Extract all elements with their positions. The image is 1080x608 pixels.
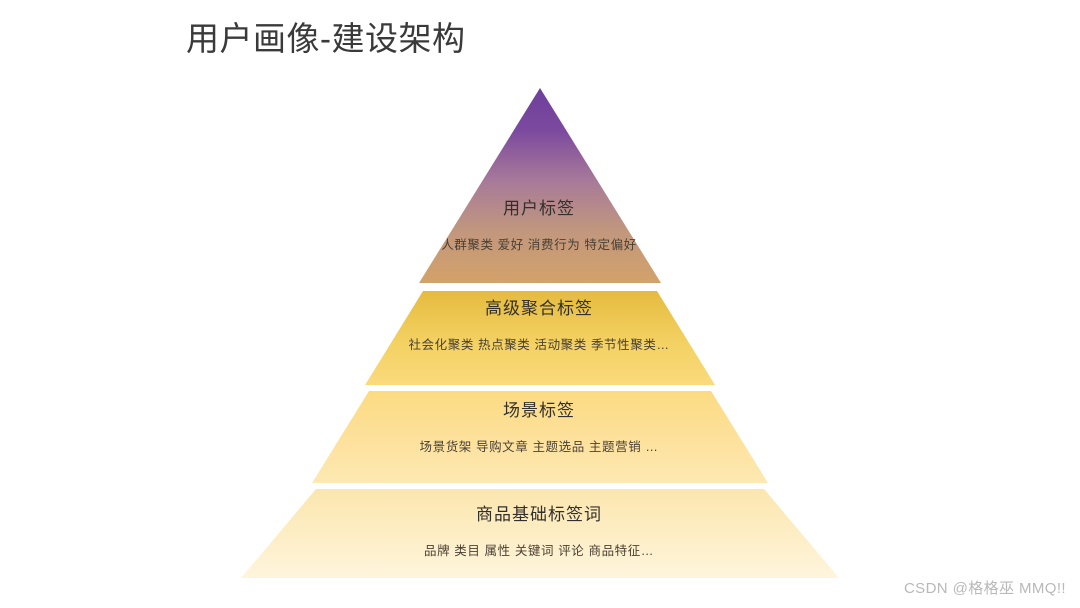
pyramid-tier-4-shape [241,489,839,578]
page-title: 用户画像-建设架构 [186,20,466,57]
pyramid-tier-3-shape [312,391,768,483]
csdn-watermark: CSDN @格格巫 MMQ!! [903,580,1066,597]
pyramid-diagram: 用户标签 人群聚类 爱好 消费行为 特定偏好 高级聚合标签 社会化聚类 热点聚类… [238,86,840,580]
pyramid-svg [241,88,839,578]
pyramid-tier-1-shape [419,88,661,283]
pyramid-tier-2-shape [365,291,715,385]
